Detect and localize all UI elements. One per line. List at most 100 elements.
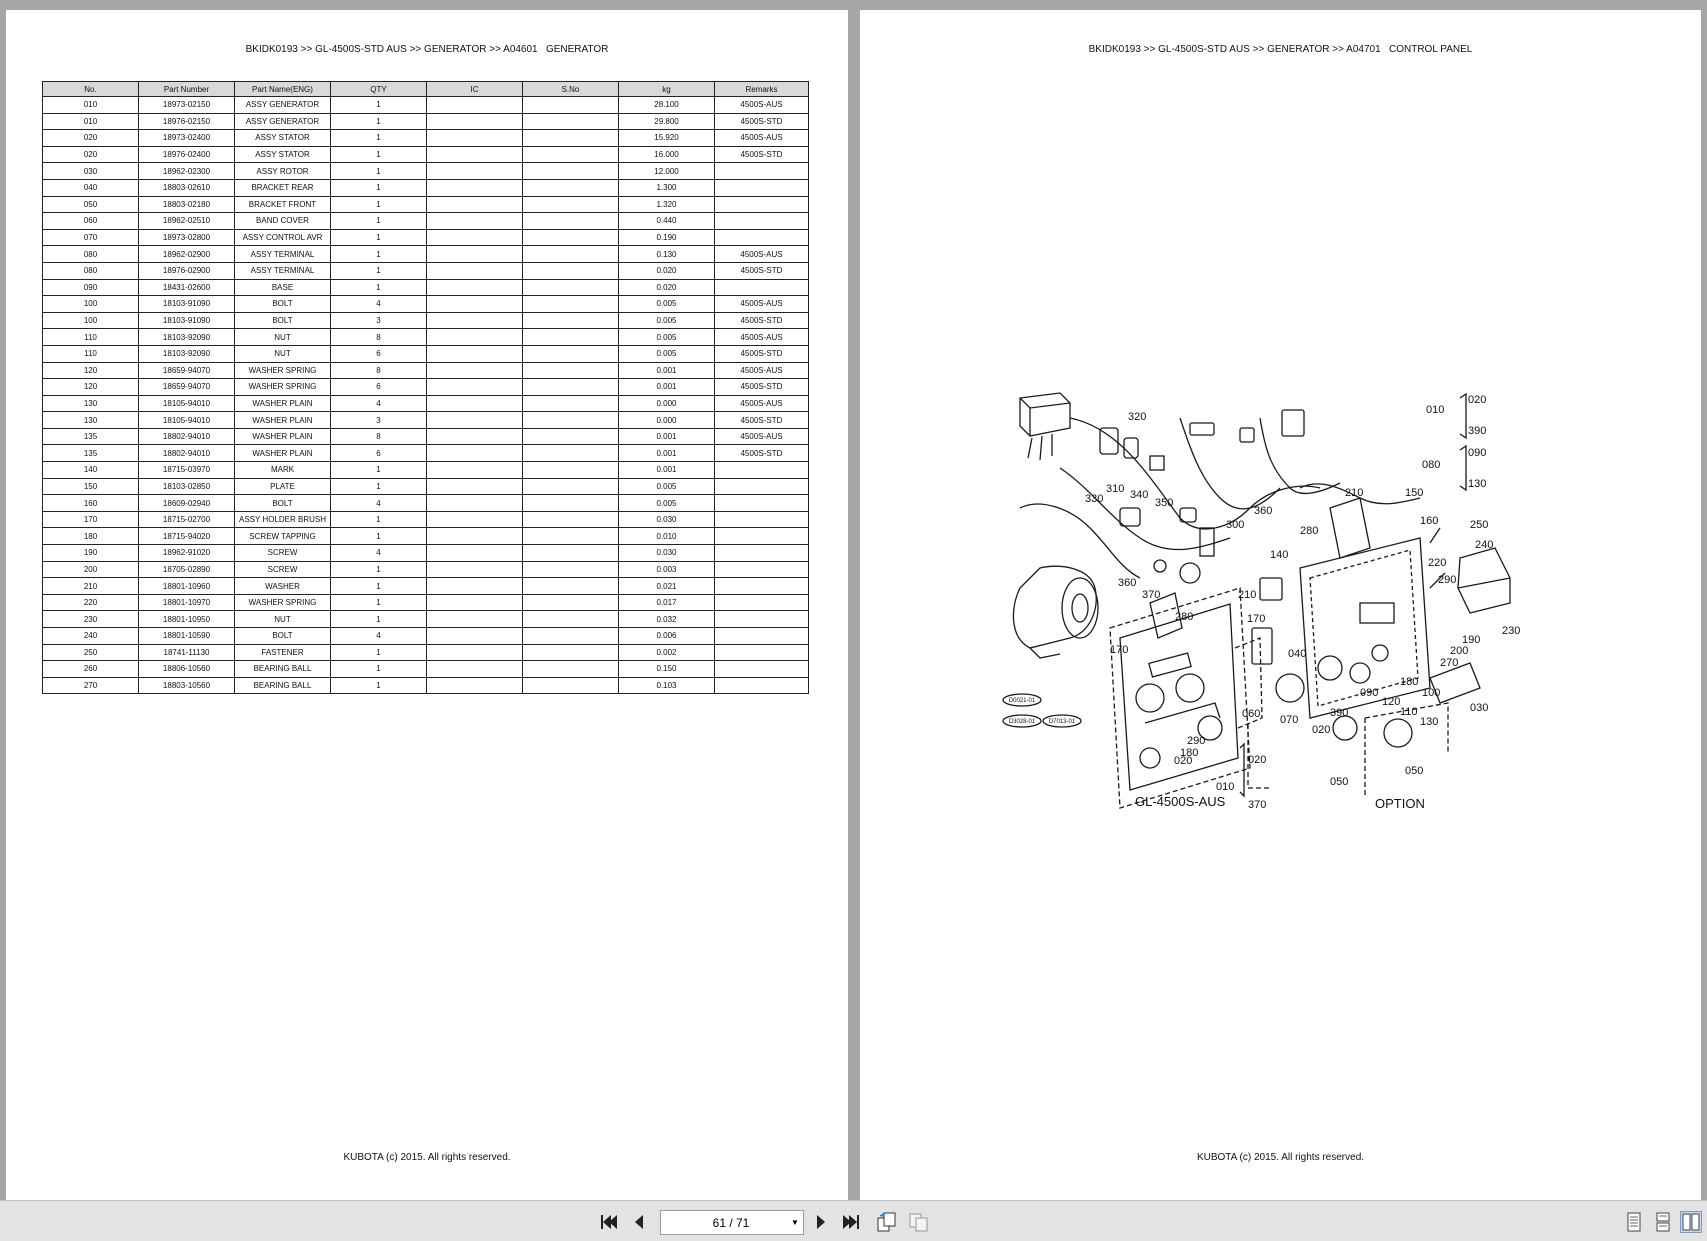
table-cell: 110 — [42, 328, 139, 346]
table-cell: 260 — [42, 660, 139, 678]
table-cell — [522, 295, 619, 313]
table-cell: ASSY GENERATOR — [234, 112, 331, 131]
continuous-view-icon[interactable] — [1652, 1211, 1674, 1233]
table-cell: 1 — [330, 212, 427, 230]
column-header: Part Name(ENG) — [234, 81, 331, 97]
svg-text:020: 020 — [1312, 724, 1330, 736]
table-cell: 18802-94010 — [138, 444, 235, 463]
right-page-header: BKIDK0193 >> GL-4500S-STD AUS >> GENERAT… — [1088, 44, 1473, 55]
table-cell: 1 — [330, 145, 427, 164]
table-cell: 1 — [330, 660, 427, 678]
table-cell — [426, 195, 523, 214]
table-cell — [426, 477, 523, 496]
table-cell: 18741-11130 — [138, 643, 235, 662]
table-cell: 030 — [42, 162, 139, 180]
last-page-icon[interactable] — [840, 1211, 862, 1233]
svg-text:290: 290 — [1187, 735, 1205, 747]
table-cell — [522, 560, 619, 579]
table-cell — [714, 228, 809, 247]
table-cell: SCREW — [234, 560, 331, 579]
table-cell: 4 — [330, 627, 427, 645]
table-cell: FASTENER — [234, 643, 331, 662]
copy-icon[interactable] — [908, 1211, 930, 1233]
table-cell — [426, 145, 523, 164]
next-page-icon[interactable] — [810, 1211, 832, 1233]
table-cell: 1 — [330, 643, 427, 662]
table-cell: 130 — [42, 411, 139, 429]
table-cell: 29.800 — [618, 112, 715, 131]
table-cell — [522, 378, 619, 396]
table-cell: NUT — [234, 344, 331, 363]
table-cell — [426, 261, 523, 280]
table-cell: BEARING BALL — [234, 660, 331, 678]
svg-text:200: 200 — [1450, 645, 1468, 657]
svg-text:160: 160 — [1420, 515, 1438, 527]
table-cell: 020 — [42, 129, 139, 147]
left-page: BKIDK0193 >> GL-4500S-STD AUS >> GENERAT… — [6, 10, 848, 1200]
table-cell — [522, 660, 619, 678]
table-cell — [426, 444, 523, 463]
table-cell: 0.001 — [618, 444, 715, 463]
table-cell: 18609-02940 — [138, 494, 235, 512]
svg-text:030: 030 — [1470, 702, 1488, 714]
table-cell: 080 — [42, 261, 139, 280]
page-number-select[interactable]: 61 / 71 ▼ — [660, 1210, 804, 1235]
first-page-icon[interactable] — [598, 1211, 620, 1233]
table-cell: WASHER PLAIN — [234, 394, 331, 413]
table-cell: ASSY TERMINAL — [234, 261, 331, 280]
table-cell — [714, 660, 809, 678]
model-label: GL-4500S-AUS — [1135, 794, 1226, 809]
table-cell — [714, 676, 809, 695]
table-cell: WASHER PLAIN — [234, 411, 331, 429]
table-cell: 0.001 — [618, 427, 715, 446]
table-cell — [426, 510, 523, 529]
two-page-view-icon[interactable] — [1680, 1211, 1702, 1233]
rotate-icon[interactable] — [876, 1211, 898, 1233]
table-cell: 220 — [42, 593, 139, 612]
table-cell — [714, 577, 809, 595]
svg-text:280: 280 — [1175, 611, 1193, 623]
svg-text:060: 060 — [1242, 708, 1260, 720]
table-cell: 18801-10970 — [138, 593, 235, 612]
table-cell: WASHER PLAIN — [234, 427, 331, 446]
table-cell: BOLT — [234, 627, 331, 645]
table-cell — [714, 610, 809, 628]
svg-text:370: 370 — [1248, 799, 1266, 811]
table-cell: 4500S-AUS — [714, 328, 809, 346]
table-cell: ASSY TERMINAL — [234, 245, 331, 263]
table-cell: 18802-94010 — [138, 427, 235, 446]
column-header: No. — [42, 81, 139, 97]
svg-text:390: 390 — [1330, 707, 1348, 719]
right-page-footer: KUBOTA (c) 2015. All rights reserved. — [1196, 1152, 1365, 1163]
table-cell: 18103-91090 — [138, 311, 235, 330]
table-cell — [714, 162, 809, 180]
table-cell: WASHER PLAIN — [234, 444, 331, 463]
table-cell — [522, 394, 619, 413]
single-page-view-icon[interactable] — [1623, 1211, 1645, 1233]
table-cell: WASHER SPRING — [234, 361, 331, 380]
table-cell: 0.005 — [618, 295, 715, 313]
svg-text:320: 320 — [1128, 411, 1146, 423]
table-cell: 1 — [330, 245, 427, 263]
previous-page-icon[interactable] — [628, 1211, 650, 1233]
column-header: Part Number — [138, 81, 235, 97]
table-cell — [522, 162, 619, 180]
table-cell: 0.005 — [618, 311, 715, 330]
table-cell — [426, 328, 523, 346]
table-cell: 18103-92090 — [138, 328, 235, 346]
code-label-2: D3028-01 — [1009, 719, 1036, 725]
table-cell: 170 — [42, 510, 139, 529]
